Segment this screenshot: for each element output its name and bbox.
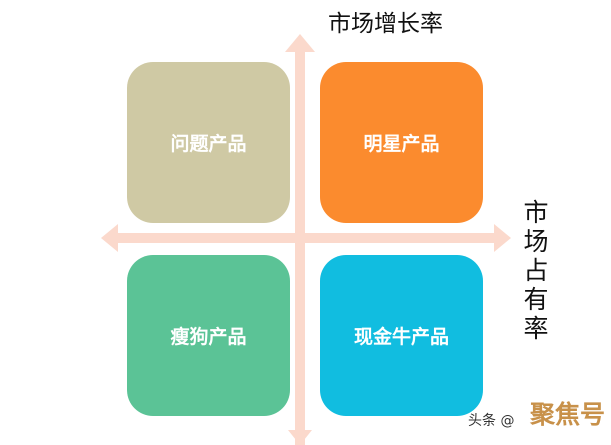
vertical-axis-arrow-down	[288, 430, 312, 445]
quadrant-question-marks: 问题产品	[127, 62, 290, 223]
quadrant-label: 瘦狗产品	[170, 326, 247, 348]
quadrant-dogs: 瘦狗产品	[127, 255, 290, 416]
quadrant-label: 明星产品	[363, 133, 440, 155]
vertical-axis	[295, 50, 305, 445]
vertical-axis-arrow-up	[285, 34, 315, 52]
horizontal-axis-arrow-right	[494, 224, 511, 252]
quadrant-stars: 明星产品	[320, 62, 483, 223]
quadrant-label: 问题产品	[170, 133, 247, 155]
watermark-source: 头条 @	[468, 413, 515, 429]
quadrant-label: 现金牛产品	[353, 326, 449, 348]
horizontal-axis-arrow-left	[101, 224, 118, 252]
horizontal-axis	[115, 233, 497, 243]
watermark-logo: 聚焦号	[530, 400, 606, 429]
quadrant-cash-cows: 现金牛产品	[320, 255, 483, 416]
x-axis-label: 市场占有率	[523, 198, 549, 343]
y-axis-label: 市场增长率	[328, 11, 443, 37]
